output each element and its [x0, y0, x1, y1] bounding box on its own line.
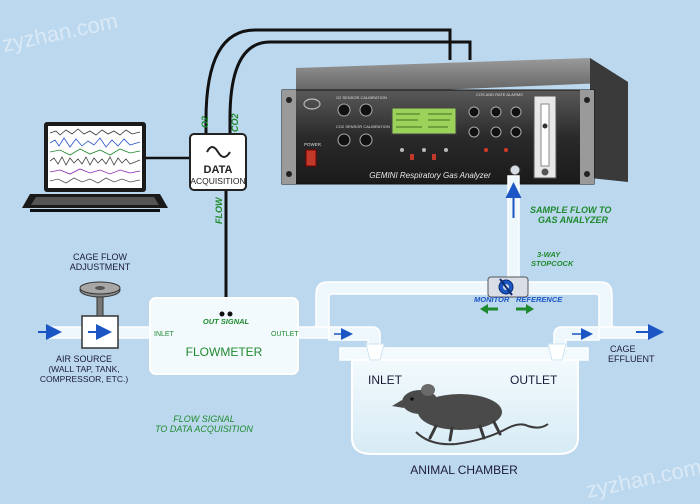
- laptop-icon: [22, 122, 168, 212]
- monitor-label: MONITOR: [474, 295, 510, 304]
- cage-flow-label-1: CAGE FLOW: [73, 252, 128, 262]
- signal-cables: [204, 28, 472, 310]
- data-acquisition-box: DATA ACQUISITION: [189, 133, 247, 191]
- flow-signal-label-2: TO DATA ACQUISITION: [155, 424, 253, 434]
- chamber-inlet-label: INLET: [368, 373, 403, 387]
- power-label: POWER: [304, 142, 322, 147]
- out-signal-label: OUT SIGNAL: [203, 317, 250, 326]
- animal-chamber: INLET OUTLET: [339, 343, 589, 455]
- air-source-label-1: AIR SOURCE: [56, 354, 112, 364]
- flowmeter-outlet-label: OUTLET: [271, 331, 299, 338]
- flow-input-label: FLOW: [214, 196, 224, 224]
- cage-effluent-label-2: EFFLUENT: [608, 354, 655, 364]
- sample-flow-label-2: GAS ANALYZER: [538, 215, 609, 225]
- monitor-arrow-icon: [480, 304, 498, 314]
- reference-arrow-icon: [516, 304, 534, 314]
- cage-flow-label-2: ADJUSTMENT: [70, 262, 131, 272]
- animal-chamber-label: ANIMAL CHAMBER: [410, 463, 518, 477]
- co2-calibration-label: CO2 SENSOR CALIBRATION: [336, 124, 390, 129]
- rat-icon: [392, 384, 549, 446]
- co2-input-label: CO2: [230, 113, 240, 132]
- o2-calibration-label: O2 SENSOR CALIBRATION: [336, 95, 387, 100]
- reference-label: REFERENCE: [516, 295, 563, 304]
- flowmeter-inlet-label: INLET: [154, 331, 175, 338]
- flowmeter-label: FLOWMETER: [186, 345, 263, 359]
- upper-tubing: [315, 281, 613, 333]
- air-source-label-3: COMPRESSOR, ETC.): [40, 374, 128, 384]
- sample-line: [505, 175, 522, 285]
- data-acquisition-label-1: DATA: [204, 164, 233, 176]
- stopcock-valve: [487, 276, 529, 298]
- stopcock-label-2: STOPCOCK: [531, 259, 574, 268]
- stopcock-label-1: 3-WAY: [537, 250, 561, 259]
- watermark-left: zyzhan.com: [0, 8, 120, 57]
- flowmeter-box: FLOWMETER INLET OUTLET: [149, 297, 299, 375]
- flow-signal-label-1: FLOW SIGNAL: [173, 414, 235, 424]
- gas-analyzer-unit: O2 SENSOR CALIBRATION CO2 SENSOR CALIBRA…: [281, 58, 628, 185]
- watermark-right: zyzhan.com: [584, 454, 700, 503]
- cage-flow-valve: [79, 281, 121, 349]
- alarm-label: COS AND RATE ALARMS: [476, 92, 523, 97]
- analyzer-name-label: GEMINI Respiratory Gas Analyzer: [369, 171, 491, 180]
- chamber-outlet-label: OUTLET: [510, 373, 558, 387]
- air-source-label-2: (WALL TAP, TANK,: [48, 364, 119, 374]
- cage-effluent-label-1: CAGE: [610, 344, 636, 354]
- o2-input-label: O2: [200, 116, 210, 128]
- sample-flow-label-1: SAMPLE FLOW TO: [530, 205, 611, 215]
- data-acquisition-label-2: ACQUISITION: [190, 176, 245, 186]
